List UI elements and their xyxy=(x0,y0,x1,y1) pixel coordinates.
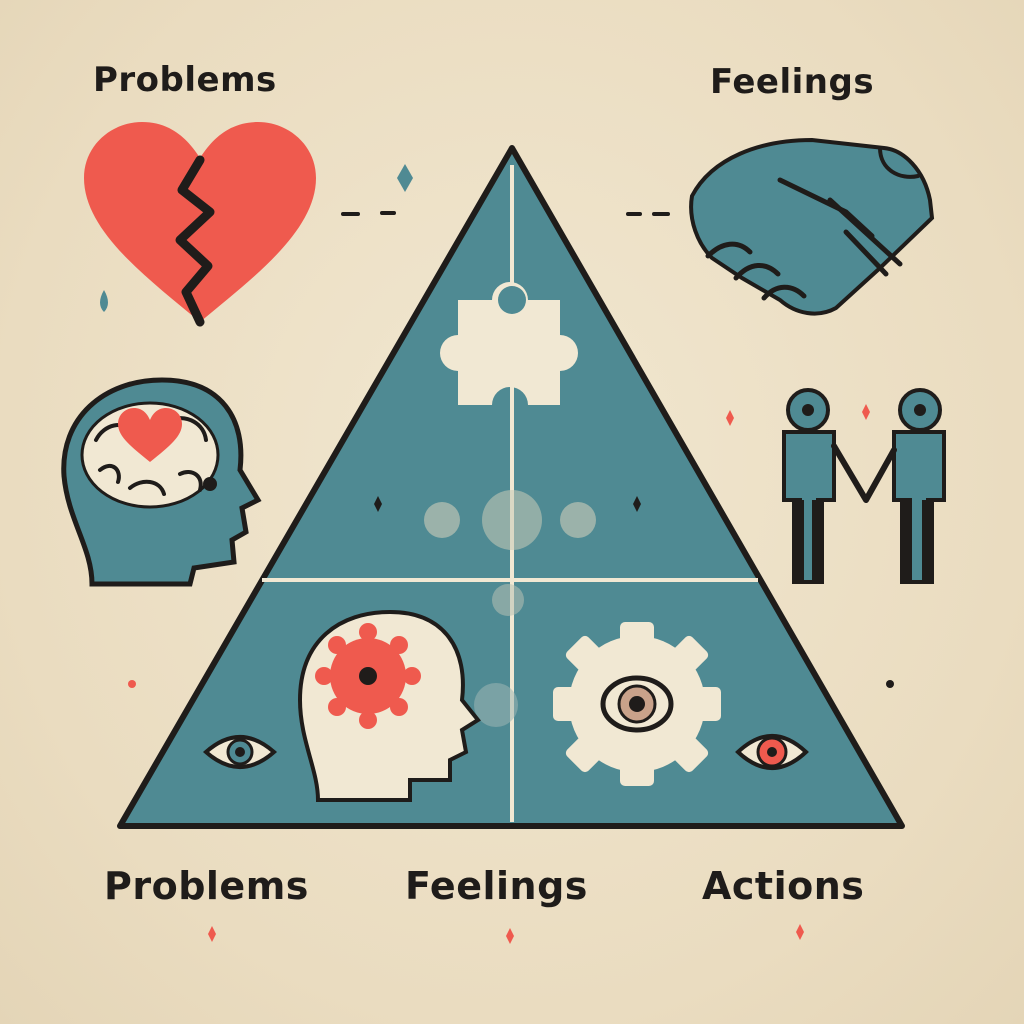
eye-icon xyxy=(202,735,278,769)
two-people-holding-hands-icon xyxy=(782,388,946,584)
diamond-mark xyxy=(397,164,413,192)
teardrop-icon xyxy=(100,290,108,312)
bottom-label-actions: Actions xyxy=(702,864,865,908)
faded-puzzle-icon xyxy=(424,490,596,727)
top-right-label: Feelings xyxy=(710,62,875,102)
sparkle-mark xyxy=(128,410,804,944)
eye-icon xyxy=(735,734,809,770)
dot-mark xyxy=(886,680,894,688)
head-with-red-gear-icon xyxy=(297,609,481,802)
dash-mark xyxy=(341,211,670,216)
handshake-icon xyxy=(689,137,935,316)
head-with-heart-brain-icon xyxy=(61,377,262,587)
puzzle-piece-icon xyxy=(440,282,578,405)
top-left-label: Problems xyxy=(93,60,277,100)
bottom-label-problems: Problems xyxy=(104,864,309,908)
bottom-label-feelings: Feelings xyxy=(405,864,588,908)
broken-heart-icon xyxy=(84,122,316,327)
sparkle-mark xyxy=(374,496,641,512)
gear-with-eye-icon xyxy=(553,622,721,786)
